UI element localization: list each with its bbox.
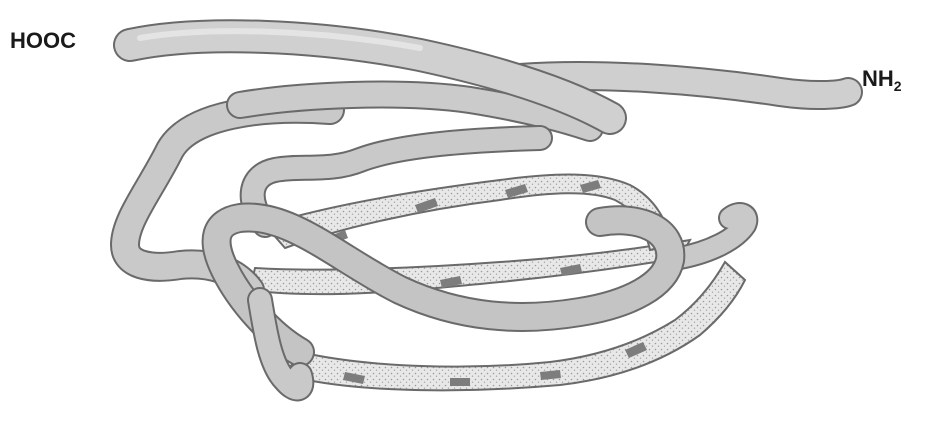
- n-terminus-label-base: NH: [862, 66, 894, 91]
- c-terminus-label: HOOC: [10, 30, 76, 52]
- backbone-tube: [125, 31, 848, 388]
- arrow-mark: [450, 378, 470, 386]
- n-terminus-label: NH2: [862, 68, 902, 93]
- n-terminus-label-subscript: 2: [894, 78, 902, 94]
